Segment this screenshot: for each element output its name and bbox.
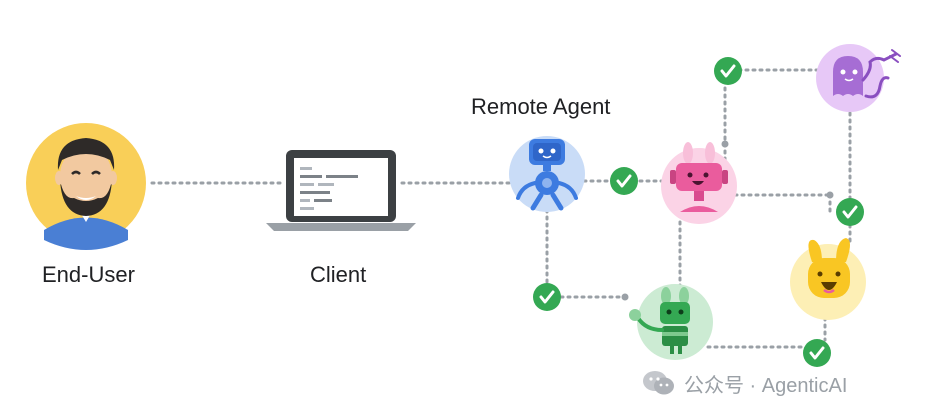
check-icon xyxy=(533,283,561,311)
end-user-avatar xyxy=(26,123,146,250)
robot-pink xyxy=(661,142,737,224)
robot-purple xyxy=(816,44,901,112)
connector-joints xyxy=(621,140,834,301)
robot-yellow xyxy=(790,238,866,320)
wechat-icon xyxy=(643,371,674,395)
watermark-text: 公众号 · AgenticAI xyxy=(684,374,848,397)
robot-green xyxy=(629,284,713,360)
check-icon xyxy=(803,339,831,367)
check-icon xyxy=(610,167,638,195)
remote-agent-label: Remote Agent xyxy=(471,94,611,119)
watermark: 公众号 · AgenticAI xyxy=(642,370,848,397)
check-icon xyxy=(714,57,742,85)
laptop-icon xyxy=(266,150,416,231)
robot-blue xyxy=(509,136,585,212)
client-label: Client xyxy=(310,262,367,287)
check-marks xyxy=(533,57,864,367)
end-user-label: End-User xyxy=(42,262,135,287)
check-icon xyxy=(836,198,864,226)
